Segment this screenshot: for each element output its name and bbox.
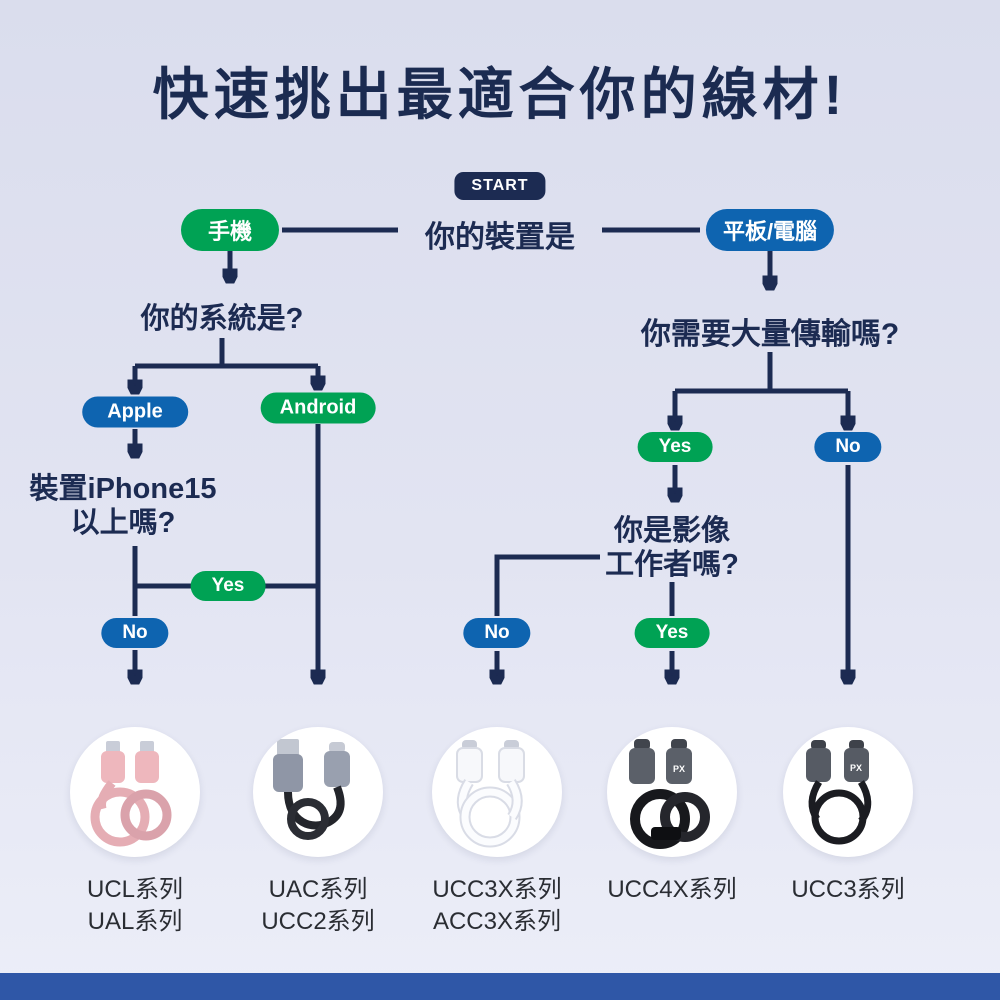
iphone15-question-line2: 以上嗎?: [70, 507, 176, 539]
product-image-circle: [432, 727, 562, 857]
product-uac-ucc2: UAC系列 UCC2系列: [228, 727, 408, 938]
bottom-accent-bar: [0, 973, 1000, 1000]
usb-a-to-c-cable-image: [273, 739, 350, 840]
page-title: 快速挑出最適合你的線材!: [152, 63, 848, 126]
product-image-circle: PX: [783, 727, 913, 857]
product-label: UCC3X系列: [432, 876, 562, 903]
px-brand-mark: PX: [673, 764, 685, 774]
product-ucc3x-acc3x: UCC3X系列 ACC3X系列: [407, 727, 587, 938]
product-labels: UCL系列 UAL系列: [87, 874, 183, 938]
product-labels: UCC3X系列 ACC3X系列: [432, 874, 561, 938]
video-no-badge: No: [463, 618, 531, 648]
system-question: 你的系統是?: [140, 303, 304, 335]
product-labels: UCC4X系列: [607, 874, 736, 906]
transfer-no-badge: No: [814, 432, 882, 462]
apple-option-badge: Apple: [82, 396, 188, 428]
product-image-circle: [70, 727, 200, 857]
android-option-badge: Android: [260, 392, 376, 424]
product-image-circle: PX: [607, 727, 737, 857]
video-worker-question-line2: 工作者嗎?: [605, 549, 739, 581]
product-label: UCL系列: [86, 876, 183, 903]
product-labels: UCC3系列: [791, 874, 904, 906]
video-worker-question-line1: 你是影像: [613, 515, 730, 547]
iphone-yes-badge: Yes: [190, 571, 266, 601]
start-badge: START: [454, 172, 546, 200]
product-label: UAC系列: [268, 876, 368, 903]
product-label: UAL系列: [87, 908, 183, 935]
tablet-computer-option-badge: 平板/電腦: [705, 209, 835, 251]
iphone15-question-line1: 裝置iPhone15: [29, 473, 217, 505]
product-label: ACC3X系列: [432, 908, 561, 935]
iphone15-question: 裝置iPhone15 以上嗎?: [30, 472, 217, 540]
product-ucl-ual: UCL系列 UAL系列: [45, 727, 225, 938]
transfer-yes-badge: Yes: [637, 432, 713, 462]
iphone-no-badge: No: [101, 618, 169, 648]
product-label: UCC4X系列: [607, 876, 737, 903]
black-braided-cable-image: PX: [629, 739, 710, 849]
phone-option-badge: 手機: [180, 209, 280, 251]
product-image-circle: [253, 727, 383, 857]
device-question: 你的裝置是: [425, 221, 575, 254]
white-cable-image: [456, 740, 525, 848]
video-yes-badge: Yes: [634, 618, 710, 648]
product-ucc3: PX UCC3系列: [758, 727, 938, 906]
product-ucc4x: PX UCC4X系列: [582, 727, 762, 906]
video-worker-question: 你是影像 工作者嗎?: [605, 514, 739, 582]
product-label: UCC2系列: [261, 908, 375, 935]
black-cable-image: PX: [806, 740, 872, 845]
pink-cable-image: [90, 741, 172, 847]
product-labels: UAC系列 UCC2系列: [261, 874, 374, 938]
transfer-question: 你需要大量傳輸嗎?: [640, 318, 900, 351]
product-label: UCC3系列: [791, 876, 905, 903]
px-brand-mark: PX: [850, 763, 862, 773]
